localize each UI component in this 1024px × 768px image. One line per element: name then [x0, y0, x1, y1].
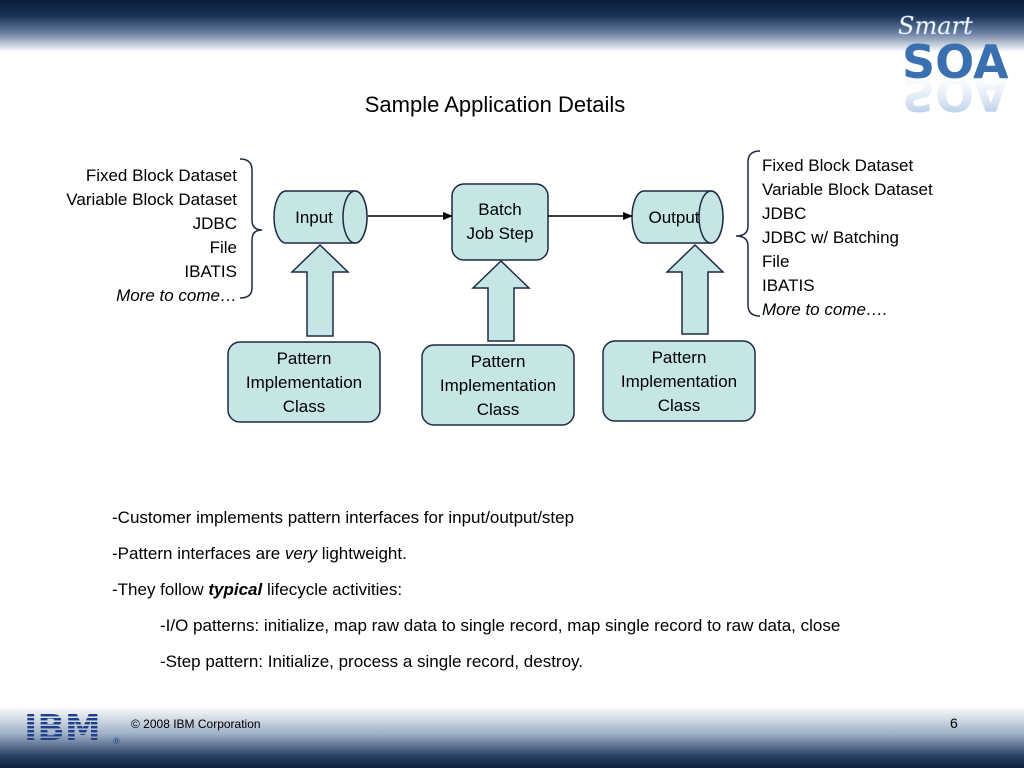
- slide-title: Sample Application Details: [364, 92, 626, 117]
- left-list-item: IBATIS: [184, 262, 237, 281]
- note-item: -They follow typical lifecycle activitie…: [112, 580, 402, 600]
- left-list-item: File: [209, 238, 237, 257]
- note-text: -They follow: [112, 580, 209, 599]
- right-list-item: IBATIS: [762, 276, 815, 295]
- svg-text:®: ®: [112, 737, 121, 747]
- smart-wordmark: Smart: [898, 12, 973, 40]
- right-brace: [735, 150, 761, 317]
- input-cylinder: [273, 190, 368, 244]
- left-list-item: JDBC: [192, 214, 237, 233]
- pattern-label-line: Pattern: [470, 352, 526, 371]
- pattern-box-output: [602, 340, 756, 422]
- note-emphasis: typical: [208, 580, 263, 599]
- soa-reflection: SOA: [902, 67, 1009, 121]
- left-list-item: Fixed Block Dataset: [85, 166, 237, 185]
- ibm-logo: IBM ®: [24, 708, 121, 748]
- note-item: -Customer implements pattern interfaces …: [112, 508, 575, 527]
- pattern-label-line: Class: [657, 396, 701, 415]
- batch-job-step-box: [451, 183, 549, 261]
- pattern-label-line: Implementation: [245, 373, 363, 392]
- pattern-label-line: Class: [476, 400, 520, 419]
- left-source-list: Fixed Block Dataset Variable Block Datas…: [66, 164, 237, 308]
- note-text: -Pattern interfaces are: [112, 544, 285, 563]
- left-list-item: More to come…: [116, 286, 237, 305]
- left-list-item: Variable Block Dataset: [66, 190, 237, 209]
- note-emphasis: very: [284, 544, 318, 563]
- pattern-label-line: Class: [282, 397, 326, 416]
- note-text: lightweight.: [317, 544, 407, 563]
- block-arrow-step: [471, 259, 531, 342]
- pattern-label-line: Implementation: [439, 376, 557, 395]
- pattern-label-step: Pattern Implementation Class: [422, 350, 574, 422]
- pattern-label-line: Implementation: [620, 372, 738, 391]
- block-arrow-input: [290, 243, 350, 337]
- right-list-item: JDBC w/ Batching: [762, 228, 899, 247]
- batch-label-line: Job Step: [466, 224, 534, 243]
- batch-job-step-label: Batch Job Step: [452, 198, 548, 246]
- pattern-label-line: Pattern: [276, 349, 332, 368]
- pattern-box-step: [421, 344, 575, 426]
- note-item: -Pattern interfaces are very lightweight…: [112, 544, 407, 564]
- input-label: Input: [295, 208, 333, 227]
- pattern-label-output: Pattern Implementation Class: [603, 346, 755, 418]
- page-number: 6: [950, 715, 958, 731]
- ibm-wordmark: IBM: [24, 708, 101, 748]
- output-label: Output: [648, 208, 700, 227]
- footer-band: [0, 706, 1024, 768]
- pattern-box-input: [227, 341, 381, 423]
- block-arrow-output: [665, 243, 725, 335]
- note-item-indented: -I/O patterns: initialize, map raw data …: [160, 616, 841, 635]
- right-target-list: Fixed Block Dataset Variable Block Datas…: [762, 154, 933, 322]
- right-list-item: Fixed Block Dataset: [762, 156, 914, 175]
- copyright-text: © 2008 IBM Corporation: [131, 717, 261, 731]
- right-list-item: More to come….: [762, 300, 888, 319]
- output-cylinder: [631, 190, 724, 244]
- pattern-label-input: Pattern Implementation Class: [228, 347, 380, 419]
- soa-wordmark: SOA: [902, 35, 1009, 89]
- batch-label-line: Batch: [478, 200, 522, 219]
- note-item-indented: -Step pattern: Initialize, process a sin…: [160, 652, 583, 671]
- smart-soa-logo: Smart SOA SOA: [898, 12, 1009, 121]
- header-band: [0, 0, 1024, 52]
- pattern-label-line: Pattern: [651, 348, 707, 367]
- right-list-item: Variable Block Dataset: [762, 180, 933, 199]
- right-list-item: File: [762, 252, 790, 271]
- right-list-item: JDBC: [762, 204, 807, 223]
- note-text: lifecycle activities:: [262, 580, 403, 599]
- left-brace: [239, 158, 263, 299]
